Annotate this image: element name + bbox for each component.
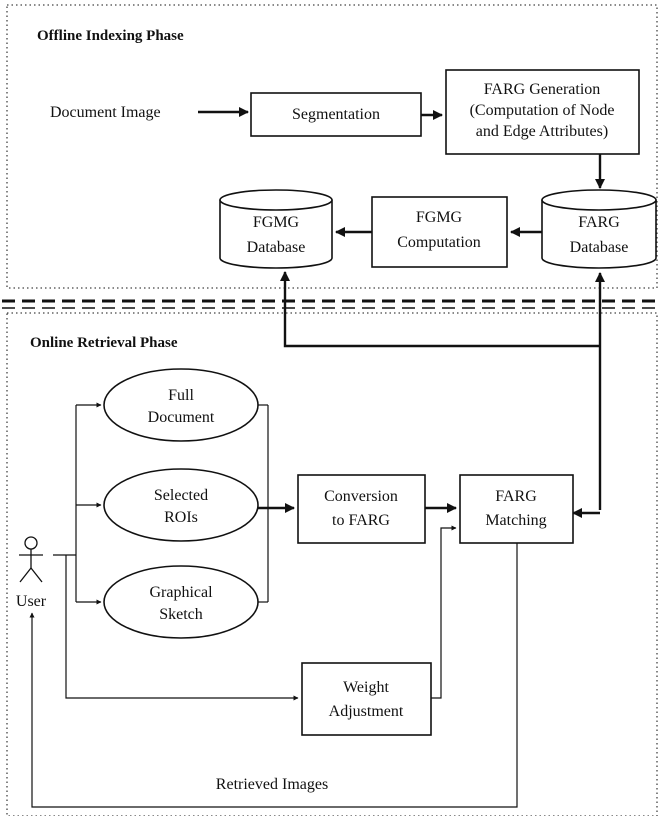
farg-database-cylinder: FARG Database xyxy=(541,189,657,269)
svg-text:(Computation of Node: (Computation of Node xyxy=(470,102,615,119)
svg-text:FGMG: FGMG xyxy=(416,209,463,226)
svg-text:ROIs: ROIs xyxy=(164,509,198,526)
svg-text:Database: Database xyxy=(570,239,629,256)
full-document-ellipse: Full Document xyxy=(103,368,259,442)
offline-phase-panel xyxy=(6,4,658,289)
svg-text:Matching: Matching xyxy=(485,512,546,529)
retrieved-images-return xyxy=(29,543,518,808)
segmentation-box: Segmentation xyxy=(250,92,422,137)
weight-adjustment-box: Weight Adjustment xyxy=(301,662,432,736)
svg-text:FARG Generation: FARG Generation xyxy=(484,81,601,98)
svg-text:Conversion: Conversion xyxy=(324,488,398,505)
svg-text:Selected: Selected xyxy=(154,487,208,504)
arrow-weight-to-matching xyxy=(431,525,457,699)
svg-text:to FARG: to FARG xyxy=(332,512,390,529)
graphical-sketch-ellipse: Graphical Sketch xyxy=(103,565,259,639)
online-phase-panel xyxy=(6,312,658,817)
svg-text:and Edge Attributes): and Edge Attributes) xyxy=(476,123,608,140)
svg-text:Full: Full xyxy=(168,387,194,404)
farg-generation-box: FARG Generation (Computation of Node and… xyxy=(445,69,640,155)
fgmg-db-link xyxy=(279,270,600,348)
svg-text:Graphical: Graphical xyxy=(149,584,213,601)
svg-text:Adjustment: Adjustment xyxy=(329,703,404,720)
svg-text:FARG: FARG xyxy=(578,214,620,231)
fgmg-database-cylinder: FGMG Database xyxy=(219,189,333,269)
svg-text:FARG: FARG xyxy=(495,488,537,505)
svg-text:Sketch: Sketch xyxy=(159,606,203,623)
conversion-to-farg-box: Conversion to FARG xyxy=(297,474,426,544)
svg-text:Computation: Computation xyxy=(397,234,481,251)
user-weight-link xyxy=(65,555,299,701)
svg-text:Weight: Weight xyxy=(343,679,389,696)
svg-text:Document: Document xyxy=(148,409,215,426)
user-icon xyxy=(19,536,43,583)
online-phase-title: Online Retrieval Phase xyxy=(30,335,178,351)
user-label: User xyxy=(16,593,47,610)
offline-phase-title: Offline Indexing Phase xyxy=(37,28,184,44)
svg-text:FGMG: FGMG xyxy=(253,214,300,231)
farg-matching-box: FARG Matching xyxy=(459,474,574,544)
document-image-label: Document Image xyxy=(50,104,161,121)
retrieved-images-label: Retrieved Images xyxy=(216,776,328,793)
selected-rois-ellipse: Selected ROIs xyxy=(103,468,259,542)
fgmg-computation-box: FGMG Computation xyxy=(371,196,508,268)
svg-text:Segmentation: Segmentation xyxy=(292,106,380,123)
svg-text:Database: Database xyxy=(247,239,306,256)
